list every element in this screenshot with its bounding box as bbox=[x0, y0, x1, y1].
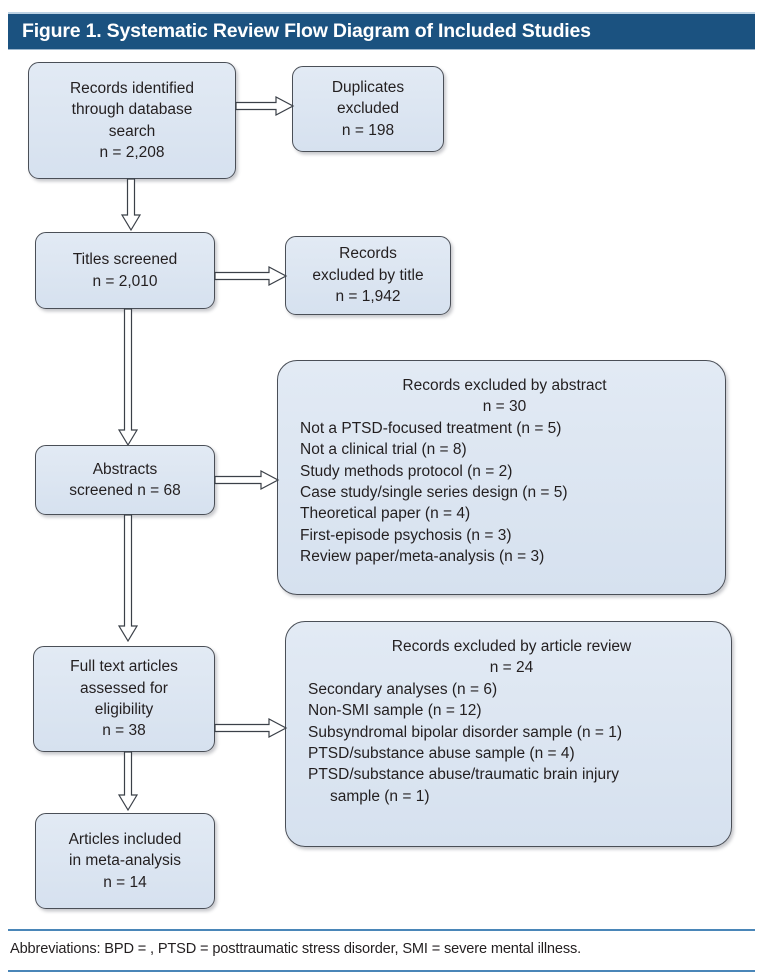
arrow-titles-to-abstracts bbox=[117, 308, 139, 447]
node-line: n = 14 bbox=[103, 873, 147, 891]
node-line: Records bbox=[339, 245, 397, 263]
arrow-identified-to-titles bbox=[120, 178, 142, 232]
node-line: assessed for bbox=[80, 679, 168, 697]
figure-title-bar: Figure 1. Systematic Review Flow Diagram… bbox=[8, 12, 755, 50]
node-line: Titles screened bbox=[72, 251, 178, 269]
node-line: Articles included bbox=[68, 830, 182, 848]
node-line: screened n = 68 bbox=[69, 482, 181, 499]
node-line: Full text articles bbox=[70, 658, 178, 676]
detail-heading: Records excluded by article review bbox=[391, 638, 632, 655]
node-line: Records identified bbox=[69, 79, 195, 97]
figure-footnote: Abbreviations: BPD = , PTSD = posttrauma… bbox=[10, 941, 582, 957]
node-line: search bbox=[108, 122, 156, 140]
arrow-titles-to-excluded-title bbox=[214, 265, 288, 287]
footer-rule-bottom bbox=[8, 970, 755, 972]
node-line: n = 198 bbox=[341, 121, 395, 139]
arrow-identified-to-duplicates bbox=[235, 95, 295, 117]
detail-item: Non-SMI sample (n = 12) bbox=[308, 702, 482, 720]
node-line: eligibility bbox=[94, 701, 154, 718]
node-line: Abstracts bbox=[92, 460, 158, 478]
footer-rule-top bbox=[8, 929, 755, 931]
node-abstracts-screened: Abstracts screened n = 68 bbox=[35, 445, 215, 515]
node-line: Duplicates bbox=[331, 78, 405, 96]
node-line: n = 38 bbox=[102, 722, 146, 740]
node-line: n = 2,010 bbox=[92, 272, 158, 290]
node-line: n = 2,208 bbox=[99, 143, 165, 161]
node-duplicates-excluded: Duplicates excluded n = 198 bbox=[292, 66, 444, 152]
node-line: n = 1,942 bbox=[335, 288, 401, 306]
detail-item: PTSD/substance abuse sample (n = 4) bbox=[308, 744, 575, 762]
arrow-fulltext-to-excluded-article bbox=[214, 717, 288, 739]
node-records-excluded-by-title: Records excluded by title n = 1,942 bbox=[285, 236, 451, 315]
detail-count: n = 30 bbox=[482, 398, 527, 416]
arrow-fulltext-to-included bbox=[117, 751, 139, 812]
detail-item: Theoretical paper (n = 4) bbox=[300, 505, 471, 523]
page-title: Figure 1. Systematic Review Flow Diagram… bbox=[22, 20, 591, 42]
arrow-abstracts-to-excluded-abstract bbox=[214, 469, 280, 491]
detail-item: First-episode psychosis (n = 3) bbox=[300, 526, 512, 544]
detail-item-continuation: sample (n = 1) bbox=[330, 787, 430, 805]
node-records-excluded-by-abstract: Records excluded by abstract n = 30 Not … bbox=[277, 360, 726, 595]
detail-item: Secondary analyses (n = 6) bbox=[308, 680, 498, 698]
detail-item: Study methods protocol (n = 2) bbox=[300, 462, 513, 480]
node-line: excluded bbox=[336, 100, 400, 118]
node-records-excluded-by-article-review: Records excluded by article review n = 2… bbox=[285, 621, 732, 847]
node-articles-included: Articles included in meta-analysis n = 1… bbox=[35, 813, 215, 909]
detail-item: Not a clinical trial (n = 8) bbox=[300, 441, 467, 459]
detail-heading: Records excluded by abstract bbox=[402, 377, 607, 394]
detail-item: Not a PTSD-focused treatment (n = 5) bbox=[300, 419, 562, 437]
node-line: through database bbox=[71, 101, 193, 119]
detail-item: Review paper/meta-analysis (n = 3) bbox=[300, 548, 545, 565]
detail-item: PTSD/substance abuse/traumatic brain inj… bbox=[308, 766, 620, 784]
detail-item: Case study/single series design (n = 5) bbox=[300, 483, 568, 501]
node-titles-screened: Titles screened n = 2,010 bbox=[35, 232, 215, 309]
arrow-abstracts-to-fulltext bbox=[117, 514, 139, 643]
node-full-text-articles: Full text articles assessed for eligibil… bbox=[33, 646, 215, 752]
detail-item: Subsyndromal bipolar disorder sample (n … bbox=[308, 723, 623, 741]
detail-count: n = 24 bbox=[489, 659, 534, 677]
node-line: in meta-analysis bbox=[69, 852, 181, 870]
node-line: excluded by title bbox=[312, 266, 424, 284]
node-records-identified: Records identified through database sear… bbox=[28, 62, 236, 179]
